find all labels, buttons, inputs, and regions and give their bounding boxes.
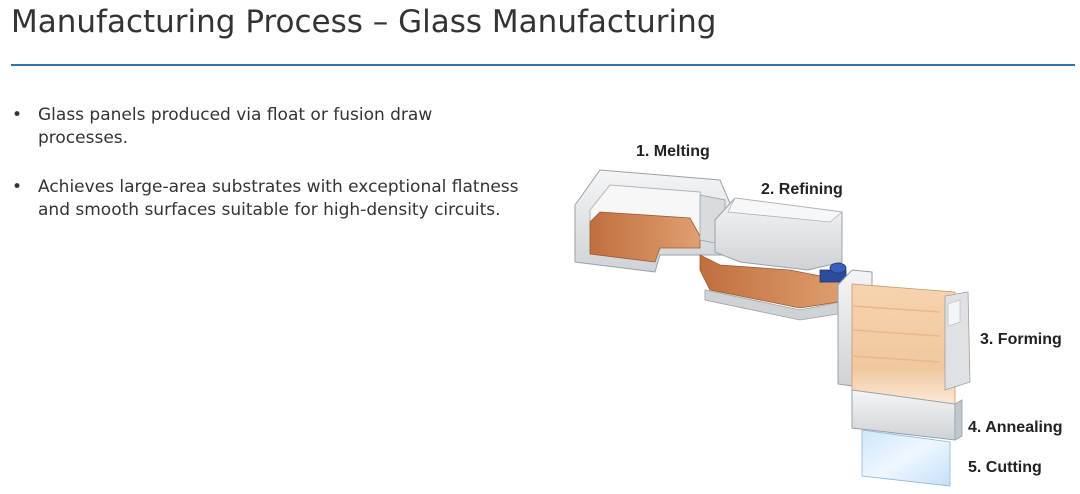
bullet-text: Achieves large-area substrates with exce… (38, 177, 519, 220)
stirrer (819, 262, 847, 283)
step-label-forming: 3. Forming (980, 331, 1062, 348)
melting-furnace (574, 169, 736, 273)
bullet-item: • Glass panels produced via float or fus… (12, 104, 522, 150)
glass-process-diagram: 1. Melting 2. Refining 3. Forming 4. Ann… (574, 143, 1063, 487)
bullet-marker: • (12, 177, 23, 197)
bullet-list: • Glass panels produced via float or fus… (12, 104, 522, 248)
step-label-melting: 1. Melting (636, 143, 710, 160)
slide-title: Manufacturing Process – Glass Manufactur… (11, 4, 717, 40)
step-label-annealing: 4. Annealing (968, 419, 1063, 436)
title-divider (11, 64, 1075, 66)
bullet-marker: • (12, 105, 23, 125)
bullet-item: • Achieves large-area substrates with ex… (12, 176, 522, 222)
refining-chamber (699, 197, 851, 321)
bullet-text: Glass panels produced via float or fusio… (38, 105, 433, 148)
step-label-refining: 2. Refining (761, 181, 843, 198)
step-label-cutting: 5. Cutting (968, 459, 1042, 476)
annealing-lehr (851, 389, 963, 441)
forming-section (837, 269, 971, 405)
cut-glass-sheet (861, 429, 951, 487)
